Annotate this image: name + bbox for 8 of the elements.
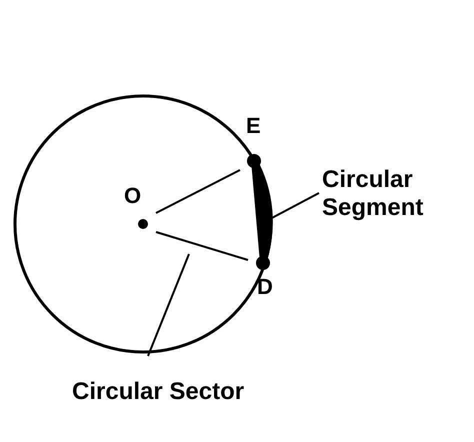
point-label: E [246, 114, 261, 138]
point-label: D [257, 275, 273, 299]
leader-line [270, 192, 320, 220]
leader-line [147, 254, 190, 356]
part-label: Circular Sector [72, 378, 312, 406]
circular-segment [247, 154, 273, 270]
point-label: O [124, 184, 142, 208]
part-label: Circular Segment [322, 166, 472, 222]
